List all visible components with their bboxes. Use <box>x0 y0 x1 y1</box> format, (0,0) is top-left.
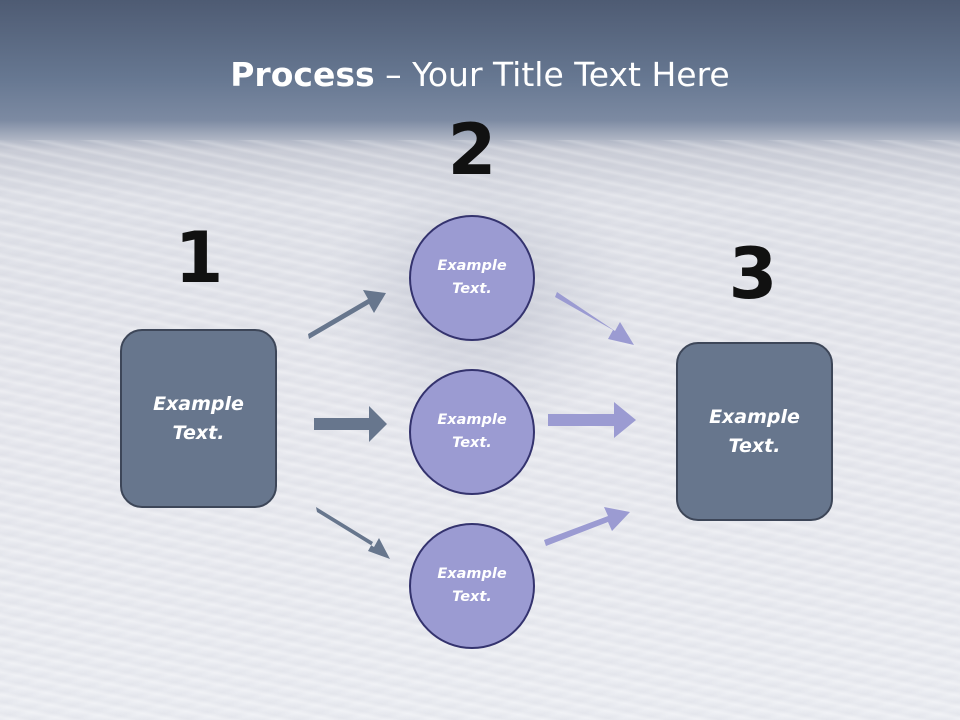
arrow-down-right-2 <box>555 292 634 345</box>
arrow-right <box>314 406 387 442</box>
left-arrows <box>308 290 390 559</box>
circle-3-line2: Text. <box>452 589 492 605</box>
circle-2-line1: Example <box>437 412 507 428</box>
step-box-3-line1: Example <box>709 405 800 428</box>
arrow-down-right <box>316 507 390 559</box>
arrow-up-right <box>308 290 386 339</box>
step-box-1-line2: Text. <box>172 421 225 444</box>
right-arrows <box>544 292 636 546</box>
step-number-1: 1 <box>174 217 224 299</box>
step-number-3: 3 <box>728 233 778 315</box>
title-bold: Process <box>230 55 375 94</box>
arrow-right-2 <box>548 402 636 438</box>
slide-title: Process – Your Title Text Here <box>0 52 960 98</box>
step-box-3-line2: Text. <box>728 434 781 457</box>
arrow-up-right-2 <box>544 507 630 546</box>
circle-1-line2: Text. <box>452 281 492 297</box>
circle-2-line2: Text. <box>452 435 492 451</box>
step-number-2: 2 <box>447 109 497 191</box>
circle-1-line1: Example <box>437 258 507 274</box>
step-box-1-line1: Example <box>153 392 244 415</box>
circle-3-line1: Example <box>437 566 507 582</box>
title-rest: – Your Title Text Here <box>374 55 730 94</box>
